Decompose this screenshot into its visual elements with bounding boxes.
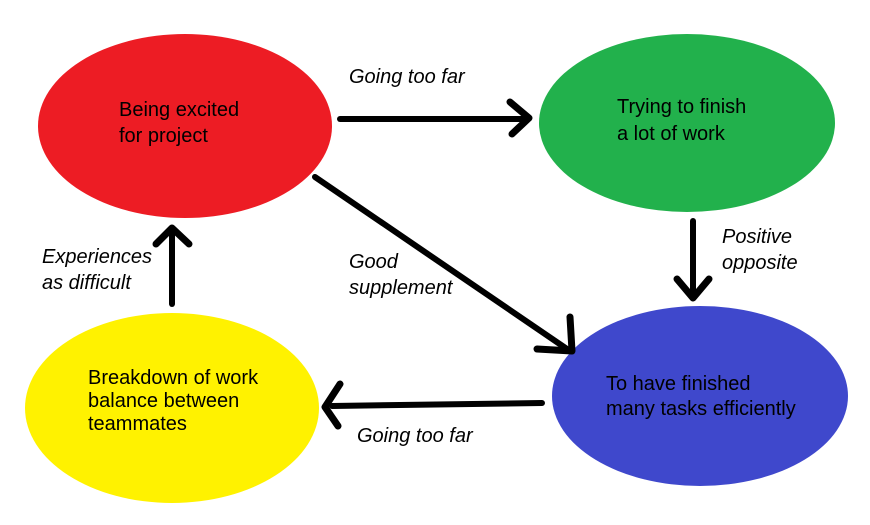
node-breakdown-label: Breakdown of work balance between teamma… (88, 367, 258, 436)
node-finished-label-line2: many tasks efficiently (606, 398, 796, 420)
node-breakdown-label-line2: balance between (88, 390, 240, 412)
arrow-excited-to-trying (337, 98, 533, 138)
node-finished-label-line1: To have finished (606, 373, 751, 395)
edge-label-going-too-far-top: Going too far (349, 66, 465, 88)
node-excited-label: Being excited for project (119, 97, 239, 149)
node-trying-label-line1: Trying to finish (617, 96, 747, 118)
node-finished-ellipse (552, 306, 848, 486)
node-excited-label-line1: Being excited (119, 99, 240, 121)
node-excited-ellipse (38, 34, 332, 218)
node-breakdown-label-line3: teammates (88, 413, 187, 435)
node-breakdown-label-line1: Breakdown of work (88, 367, 259, 389)
arrow-excited-to-finished (312, 174, 576, 355)
node-trying-ellipse (539, 34, 835, 212)
node-trying-label-line2: a lot of work (617, 123, 725, 145)
edge-label-positive-opposite: Positive opposite (722, 226, 798, 274)
node-trying-label: Trying to finish a lot of work (617, 94, 746, 148)
node-finished-label: To have finished many tasks efficiently (606, 372, 796, 422)
arrow-breakdown-to-excited (152, 224, 193, 307)
arrow-trying-to-finished (673, 218, 713, 302)
edge-label-going-too-far-bottom: Going too far (357, 425, 473, 447)
node-excited-label-line2: for project (119, 125, 208, 147)
arrow-finished-to-breakdown (321, 380, 545, 430)
edge-label-experiences-as-difficult: Experiences as difficult (42, 246, 153, 294)
node-breakdown-ellipse (25, 313, 319, 503)
edge-label-good-supplement: Good supplement (349, 251, 453, 299)
